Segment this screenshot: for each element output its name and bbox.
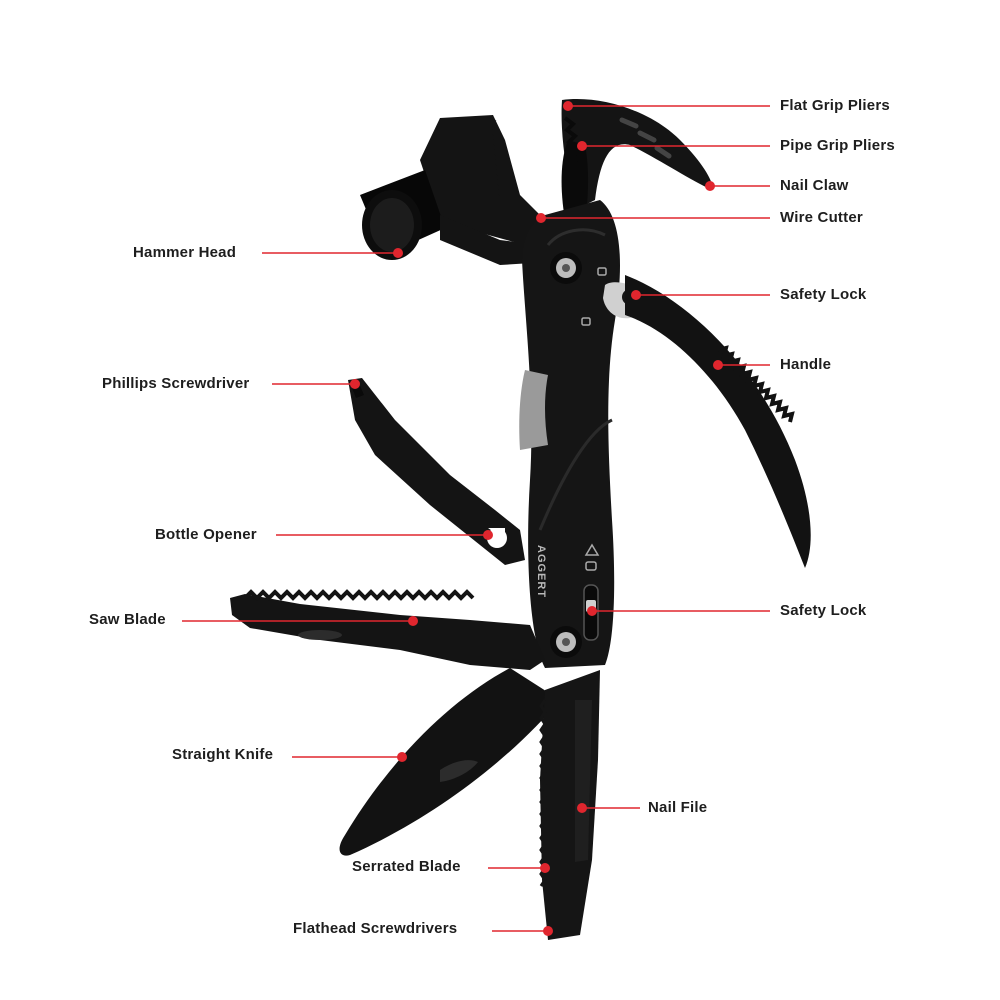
callout-dot-nail-file	[577, 803, 587, 813]
label-serrated-blade: Serrated Blade	[352, 858, 461, 875]
label-pipe-grip-pliers: Pipe Grip Pliers	[780, 137, 895, 154]
label-phillips-screwdriver: Phillips Screwdriver	[102, 375, 250, 392]
label-hammer-head: Hammer Head	[133, 244, 237, 261]
callout-dot-flat-grip-pliers	[563, 101, 573, 111]
label-flat-grip-pliers: Flat Grip Pliers	[780, 97, 890, 114]
straight-knife	[339, 668, 560, 856]
label-nail-file: Nail File	[648, 799, 708, 816]
pliers-jaws	[561, 99, 713, 225]
callout-lines	[182, 101, 770, 936]
tool-body: AGGERT	[519, 200, 620, 668]
callout-dot-serrated-blade	[540, 863, 550, 873]
label-nail-claw: Nail Claw	[780, 177, 849, 194]
callout-dot-saw-blade	[408, 616, 418, 626]
label-wire-cutter: Wire Cutter	[780, 209, 863, 226]
callout-dot-wire-cutter	[536, 213, 546, 223]
callout-dot-phillips-screwdriver	[350, 379, 360, 389]
label-straight-knife: Straight Knife	[172, 746, 274, 763]
saw-blade	[230, 589, 545, 670]
callout-dot-flathead-screwdrivers	[543, 926, 553, 936]
hammer-head	[360, 115, 548, 265]
nail-file-blade	[539, 670, 600, 940]
label-safety-lock-top: Safety Lock	[780, 286, 867, 303]
callout-dot-bottle-opener	[483, 530, 493, 540]
callout-dot-safety-lock-bottom	[587, 606, 597, 616]
callout-dot-handle	[713, 360, 723, 370]
label-safety-lock-bottom: Safety Lock	[780, 602, 867, 619]
label-flathead-screwdrivers: Flathead Screwdrivers	[293, 920, 458, 937]
callout-dot-pipe-grip-pliers	[577, 141, 587, 151]
callout-dot-safety-lock-top	[631, 290, 641, 300]
phillips-bottle-arm	[348, 378, 525, 565]
label-bottle-opener: Bottle Opener	[155, 526, 257, 543]
callout-dot-hammer-head	[393, 248, 403, 258]
callout-dot-nail-claw	[705, 181, 715, 191]
label-handle: Handle	[780, 356, 832, 373]
handle	[625, 275, 811, 568]
brand-logo: AGGERT	[535, 545, 547, 598]
label-saw-blade: Saw Blade	[89, 611, 166, 628]
callout-dot-straight-knife	[397, 752, 407, 762]
